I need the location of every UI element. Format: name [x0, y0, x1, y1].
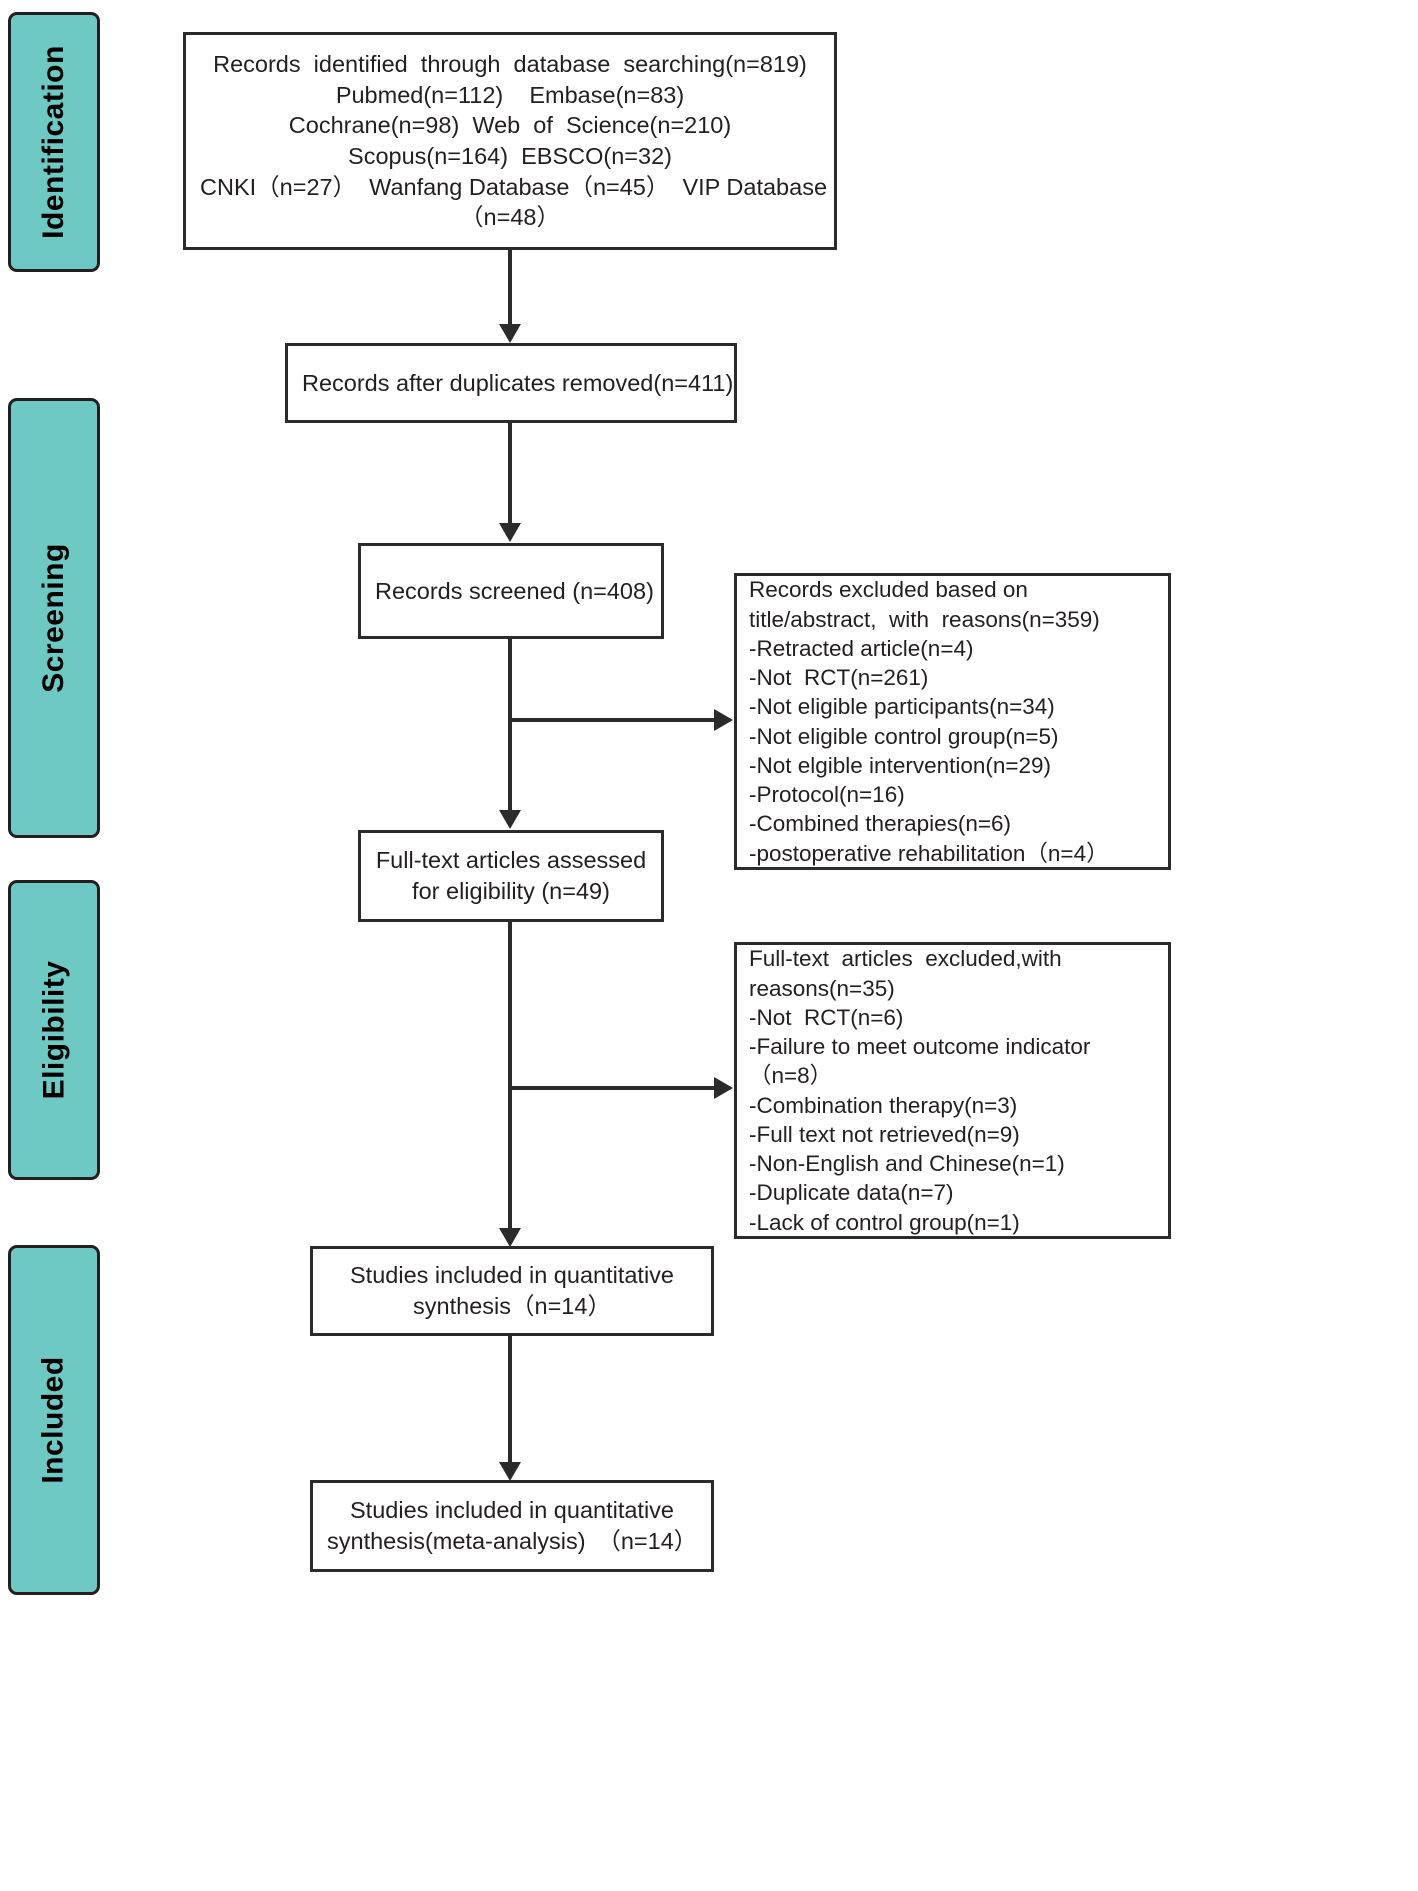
connector-fulltext-to-excluded	[508, 1086, 716, 1090]
fulltext-excluded-line-2: reasons(n=35)	[749, 975, 895, 1001]
stage-bar-screening: Screening	[8, 398, 100, 838]
records-identified-line-6: （n=48）	[460, 204, 560, 231]
arrow-quantitative-to-meta	[499, 1462, 521, 1481]
records-excluded-screening-box: Records excluded based on title/abstract…	[734, 573, 1171, 870]
fulltext-excluded-line-6: -Combination therapy(n=3)	[749, 1092, 1018, 1118]
stage-bar-eligibility: Eligibility	[8, 880, 100, 1180]
records-identified-box: Records identified through database sear…	[183, 32, 837, 250]
connector-screened-to-excluded	[508, 718, 716, 722]
quantitative-synthesis-box: Studies included in quantitative synthes…	[310, 1246, 714, 1336]
fulltext-assessed-line-1: Full-text articles assessed	[375, 847, 647, 874]
arrow-duplicates-to-screened	[499, 523, 521, 542]
records-excluded-line-7: -Not elgible intervention(n=29)	[749, 752, 1052, 778]
fulltext-excluded-line-4: -Failure to meet outcome indicator	[749, 1034, 1091, 1059]
records-identified-line-5: CNKI（n=27） Wanfang Database（n=45） VIP Da…	[200, 173, 828, 200]
records-identified-line-4: Scopus(n=164) EBSCO(n=32)	[348, 143, 672, 169]
connector-quantitative-to-meta	[508, 1336, 512, 1466]
records-excluded-line-6: -Not eligible control group(n=5)	[749, 723, 1059, 749]
quantitative-synthesis-text: Studies included in quantitative synthes…	[313, 1260, 711, 1321]
fulltext-excluded-line-1: Full-text articles excluded,with	[749, 946, 1062, 972]
records-excluded-line-9: -Combined therapies(n=6)	[749, 811, 1012, 837]
records-excluded-line-2: title/abstract, with reasons(n=359)	[749, 606, 1100, 632]
records-screened-line-1: Records screened (n=408)	[375, 577, 654, 604]
connector-fulltext-to-quantitative	[508, 922, 512, 1232]
connector-duplicates-to-screened	[508, 423, 512, 527]
arrow-identified-to-duplicates	[499, 324, 521, 343]
fulltext-excluded-text: Full-text articles excluded,with reasons…	[737, 944, 1168, 1237]
meta-analysis-line-2: synthesis(meta-analysis) （n=14）	[327, 1528, 698, 1554]
stage-label-eligibility: Eligibility	[37, 960, 71, 1100]
arrow-fulltext-to-quantitative	[499, 1228, 521, 1247]
arrow-fulltext-to-excluded	[714, 1077, 733, 1099]
fulltext-assessed-box: Full-text articles assessed for eligibil…	[358, 830, 664, 922]
arrow-screened-to-excluded	[714, 709, 733, 731]
records-identified-text: Records identified through database sear…	[186, 49, 834, 232]
records-excluded-line-10: -postoperative rehabilitation（n=4）	[749, 840, 1109, 866]
meta-analysis-text: Studies included in quantitative synthes…	[313, 1495, 711, 1556]
connector-identified-to-duplicates	[508, 250, 512, 328]
records-identified-line-3: Cochrane(n=98) Web of Science(n=210)	[288, 112, 732, 139]
records-after-duplicates-text: Records after duplicates removed(n=411)	[288, 368, 734, 399]
fulltext-excluded-line-9: -Duplicate data(n=7)	[749, 1180, 954, 1206]
arrow-screened-to-fulltext	[499, 810, 521, 829]
fulltext-excluded-line-8: -Non-English and Chinese(n=1)	[749, 1151, 1065, 1176]
meta-analysis-line-1: Studies included in quantitative	[350, 1497, 674, 1524]
fulltext-assessed-line-2: for eligibility (n=49)	[412, 878, 610, 904]
records-screened-text: Records screened (n=408)	[361, 576, 661, 607]
quantitative-synthesis-line-1: Studies included in quantitative	[350, 1262, 674, 1289]
records-excluded-line-8: -Protocol(n=16)	[749, 782, 905, 807]
stage-label-screening: Screening	[37, 543, 70, 693]
records-excluded-line-5: -Not eligible participants(n=34)	[749, 694, 1055, 720]
meta-analysis-box: Studies included in quantitative synthes…	[310, 1480, 714, 1572]
records-excluded-line-3: -Retracted article(n=4)	[749, 635, 974, 661]
records-excluded-line-4: -Not RCT(n=261)	[749, 665, 929, 690]
records-identified-line-2: Pubmed(n=112) Embase(n=83)	[335, 81, 685, 108]
records-identified-line-1: Records identified through database sear…	[213, 51, 807, 78]
fulltext-excluded-line-10: -Lack of control group(n=1)	[749, 1209, 1020, 1235]
stage-bar-included: Included	[8, 1245, 100, 1595]
stage-label-included: Included	[37, 1356, 70, 1484]
records-after-duplicates-box: Records after duplicates removed(n=411)	[285, 343, 737, 423]
records-screened-box: Records screened (n=408)	[358, 543, 664, 639]
records-excluded-line-1: Records excluded based on	[749, 577, 1028, 603]
fulltext-excluded-line-5: （n=8）	[749, 1063, 833, 1089]
fulltext-excluded-line-7: -Full text not retrieved(n=9)	[749, 1121, 1020, 1147]
fulltext-excluded-box: Full-text articles excluded,with reasons…	[734, 942, 1171, 1239]
records-after-duplicates-line-1: Records after duplicates removed(n=411)	[302, 369, 734, 396]
stage-bar-identification: Identification	[8, 12, 100, 272]
fulltext-excluded-line-3: -Not RCT(n=6)	[749, 1004, 904, 1030]
fulltext-assessed-text: Full-text articles assessed for eligibil…	[361, 845, 661, 906]
stage-label-identification: Identification	[37, 45, 71, 239]
quantitative-synthesis-line-2: synthesis（n=14）	[413, 1293, 611, 1319]
records-excluded-screening-text: Records excluded based on title/abstract…	[737, 575, 1168, 868]
connector-screened-to-fulltext	[508, 639, 512, 814]
